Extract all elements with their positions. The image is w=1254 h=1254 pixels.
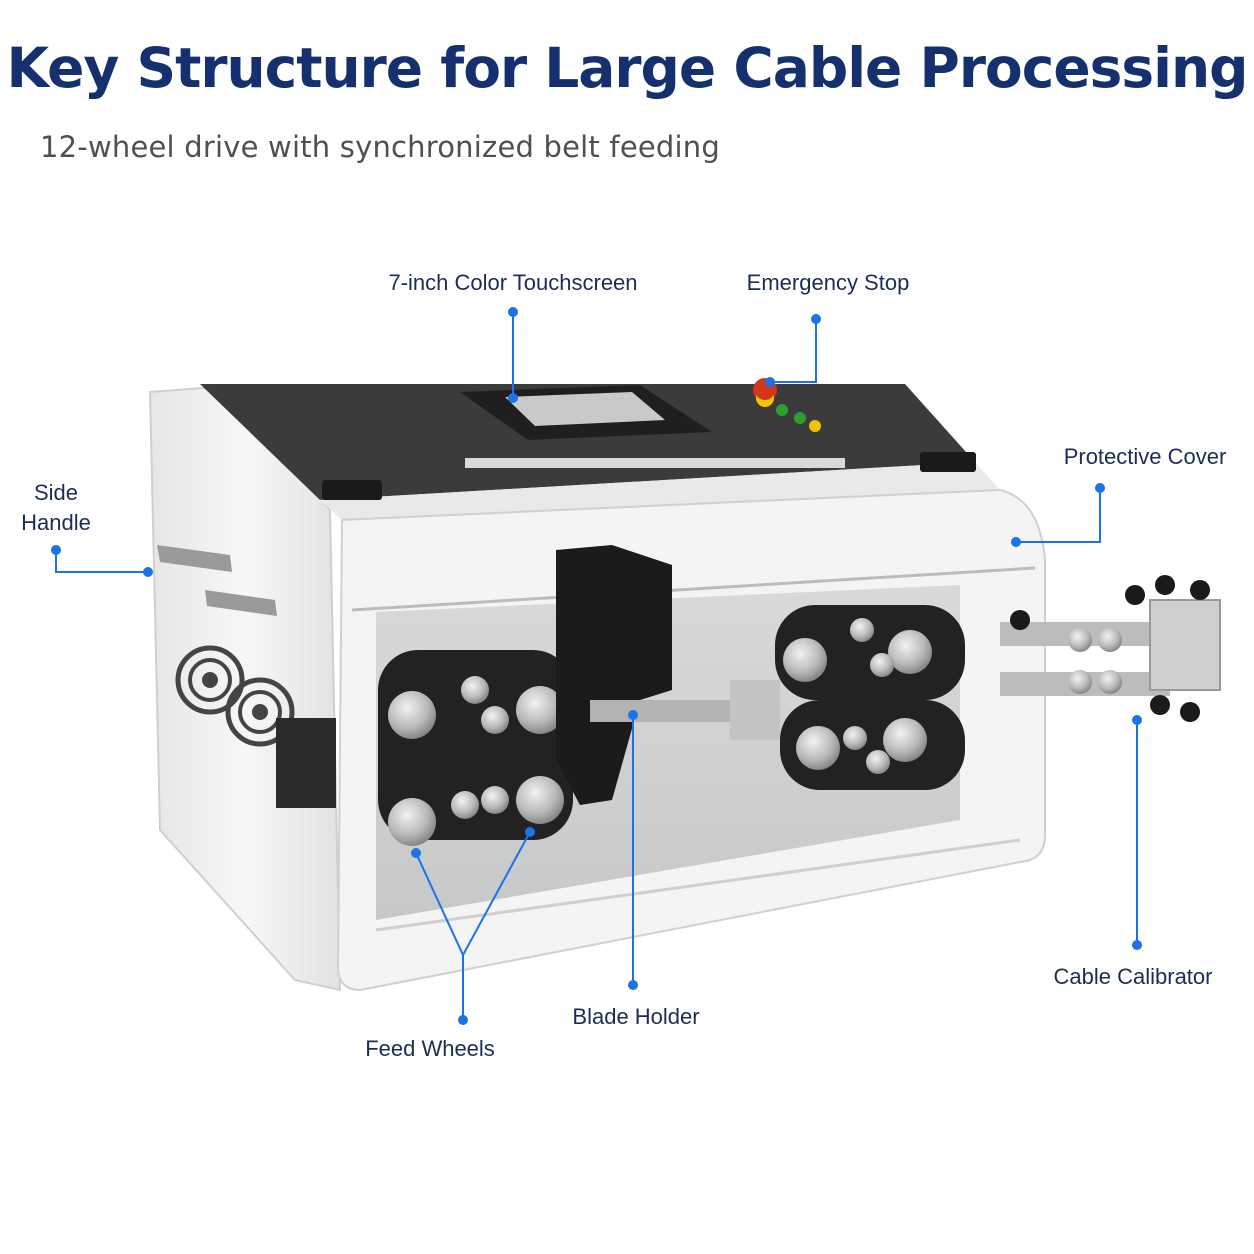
side-handle-label: Side Handle bbox=[21, 478, 91, 538]
emergency-stop-leader bbox=[770, 319, 817, 383]
emergency-stop-label: Emergency Stop bbox=[746, 270, 910, 295]
page-subtitle: 12-wheel drive with synchronized belt fe… bbox=[40, 130, 720, 164]
callout-lines bbox=[55, 312, 1138, 1020]
side-handle-label-line2: Handle bbox=[21, 510, 91, 535]
side-handles bbox=[157, 545, 277, 616]
protective-cover-label: Protective Cover bbox=[1063, 444, 1227, 469]
touchscreen bbox=[460, 385, 712, 440]
feed-wheels-label: Feed Wheels bbox=[365, 1036, 495, 1061]
control-buttons bbox=[776, 404, 821, 432]
page-title: Key Structure for Large Cable Processing bbox=[6, 36, 1249, 100]
cable-calibrator-label: Cable Calibrator bbox=[1053, 964, 1213, 989]
protective-cover-leader bbox=[1016, 488, 1101, 543]
touchscreen-label: 7-inch Color Touchscreen bbox=[388, 270, 638, 295]
side-fans bbox=[175, 645, 336, 808]
cover-latches bbox=[322, 452, 976, 500]
side-handle-leader bbox=[55, 550, 148, 573]
cable-calibrator bbox=[1000, 575, 1221, 722]
blade-holder-label: Blade Holder bbox=[572, 1004, 700, 1029]
callout-dots bbox=[51, 307, 1142, 1025]
left-feed-wheel-assembly bbox=[378, 650, 573, 846]
right-feed-wheel-assembly bbox=[775, 605, 965, 790]
side-handle-label-line1: Side bbox=[33, 480, 79, 505]
feed-wheels-leader-right bbox=[462, 831, 531, 956]
